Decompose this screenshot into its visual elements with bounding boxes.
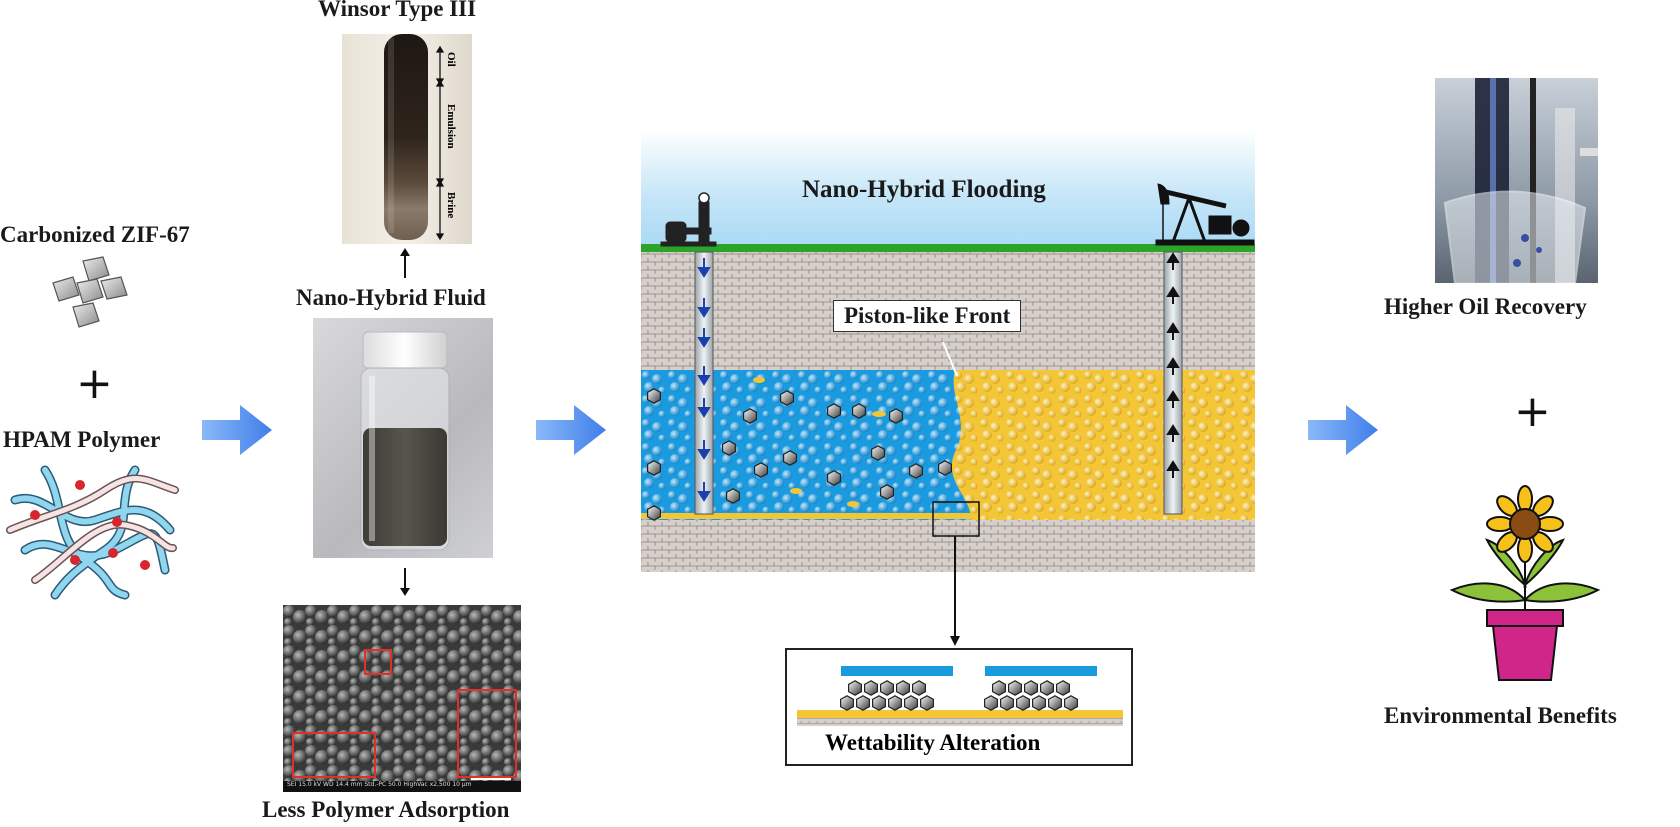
benefits-label: Environmental Benefits bbox=[1384, 703, 1617, 728]
zif-cluster-icon bbox=[52, 256, 128, 328]
polymer-chains-icon bbox=[6, 465, 179, 600]
fluid-vial-photo bbox=[313, 318, 493, 558]
arrow-up-connector bbox=[400, 248, 410, 278]
sem-image: SEI 15.0 kV WD 14.4 mm Std.-PC 50.0 High… bbox=[283, 605, 521, 792]
recovery-label: Higher Oil Recovery bbox=[1384, 294, 1587, 319]
winsor-brine-label: Brine bbox=[445, 192, 457, 219]
winsor-tube-photo: Oil Emulsion Brine bbox=[342, 34, 472, 244]
arrow-right-icon bbox=[536, 405, 606, 455]
winsor-label: Winsor Type III bbox=[318, 0, 477, 21]
arrow-right-icon bbox=[1308, 405, 1378, 455]
fluid-label: Nano-Hybrid Fluid bbox=[296, 285, 486, 310]
piston-front-label: Piston-like Front bbox=[833, 300, 1022, 332]
arrow-right-icon bbox=[202, 405, 272, 455]
winsor-oil-label: Oil bbox=[445, 52, 457, 67]
pumpjack-icon bbox=[1155, 183, 1255, 246]
plus-sign-right: + bbox=[1514, 386, 1551, 437]
arrow-down-connector bbox=[400, 568, 410, 596]
zoom-connector bbox=[950, 536, 960, 646]
wettability-box: Wettability Alteration bbox=[785, 648, 1133, 766]
adsorption-label: Less Polymer Adsorption bbox=[262, 797, 510, 822]
reservoir-title: Nano-Hybrid Flooding bbox=[802, 176, 1046, 203]
sem-info-bar: SEI 15.0 kV WD 14.4 mm Std.-PC 50.0 High… bbox=[287, 781, 472, 788]
sunflower-pot-icon bbox=[1449, 485, 1601, 681]
plus-sign-left: + bbox=[76, 358, 113, 409]
zif-label: Carbonized ZIF-67 bbox=[0, 222, 190, 247]
injection-wellhead-icon bbox=[660, 192, 717, 247]
wettability-label: Wettability Alteration bbox=[825, 730, 1041, 755]
oil-recovery-photo bbox=[1435, 78, 1598, 283]
hpam-label: HPAM Polymer bbox=[3, 427, 161, 452]
winsor-emulsion-label: Emulsion bbox=[445, 104, 457, 149]
